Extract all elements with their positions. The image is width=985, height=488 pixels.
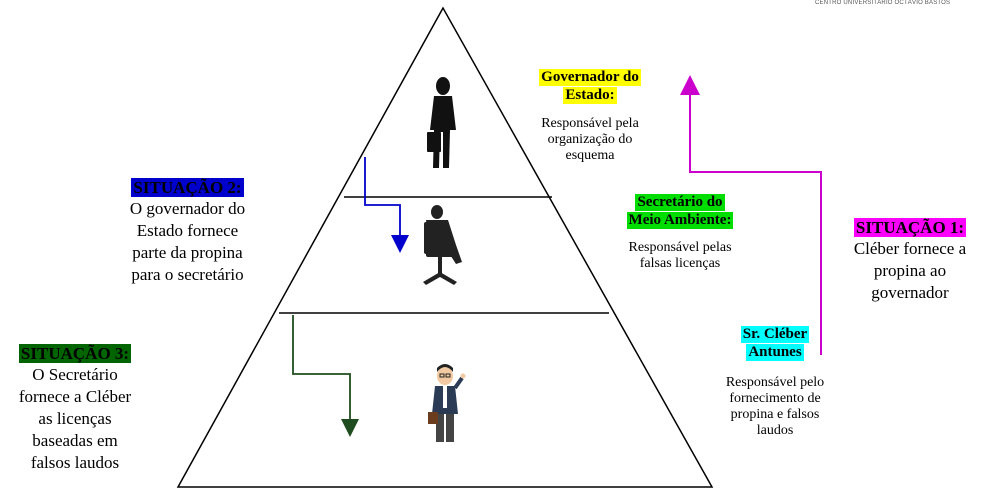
situation1-line: Cléber fornece a bbox=[853, 239, 967, 258]
cleber-title-line1: Sr. Cléber bbox=[740, 326, 810, 343]
secretary-title: Secretário do Meio Ambiente: bbox=[590, 193, 770, 229]
situation3-line: baseadas em bbox=[32, 431, 118, 450]
cleber-title: Sr. Cléber Antunes bbox=[695, 325, 855, 361]
situation1-line: governador bbox=[871, 283, 949, 302]
governor-desc-line: esquema bbox=[565, 148, 615, 163]
waving-man-with-briefcase-icon bbox=[428, 364, 466, 442]
situation1-title: SITUAÇÃO 1: bbox=[853, 218, 967, 237]
governor-title-line1: Governador do bbox=[539, 69, 641, 86]
governor-description: Responsável pela organização do esquema bbox=[490, 116, 690, 164]
cleber-description: Responsável pelo fornecimento de propina… bbox=[695, 375, 855, 439]
secretary-title-line1: Secretário do bbox=[635, 194, 725, 211]
institution-logo-text: CENTRO UNIVERSITÁRIO OCTÁVIO BASTOS bbox=[815, 0, 951, 6]
situation3-line: fornece a Cléber bbox=[18, 387, 132, 406]
situation2-box: SITUAÇÃO 2: O governador do Estado forne… bbox=[105, 178, 270, 286]
situation2-line: parte da propina bbox=[132, 243, 243, 262]
secretary-desc-line: falsas licenças bbox=[639, 256, 721, 271]
situation3-line: as licenças bbox=[38, 409, 112, 428]
situation2-line: O governador do bbox=[129, 199, 246, 218]
man-in-office-chair-icon bbox=[423, 205, 462, 285]
situation3-box: SITUAÇÃO 3: O Secretário fornece a Clébe… bbox=[0, 344, 150, 474]
situation1-box: SITUAÇÃO 1: Cléber fornece a propina ao … bbox=[835, 218, 985, 304]
situation2-line: Estado fornece bbox=[136, 221, 239, 240]
governor-desc-line: Responsável pela bbox=[541, 116, 639, 131]
governor-desc-line: organização do bbox=[547, 132, 633, 147]
secretary-desc-line: Responsável pelas bbox=[628, 240, 732, 255]
secretary-title-line2: Meio Ambiente: bbox=[626, 212, 734, 229]
situation3-line: falsos laudos bbox=[30, 453, 120, 472]
cleber-desc-line: propina e falsos bbox=[730, 407, 820, 422]
cleber-title-line2: Antunes bbox=[746, 344, 804, 361]
situation2-line: para o secretário bbox=[131, 265, 244, 284]
situation1-arrow bbox=[680, 75, 822, 355]
situation2-arrow bbox=[364, 157, 409, 253]
situation3-title: SITUAÇÃO 3: bbox=[18, 344, 132, 363]
governor-title-line2: Estado: bbox=[563, 87, 617, 104]
cleber-desc-line: Responsável pelo bbox=[725, 375, 825, 390]
secretary-description: Responsável pelas falsas licenças bbox=[590, 240, 770, 272]
cleber-desc-line: laudos bbox=[756, 423, 794, 438]
situation3-line: O Secretário bbox=[32, 365, 118, 384]
cleber-desc-line: fornecimento de bbox=[729, 391, 821, 406]
situation1-line: propina ao bbox=[873, 261, 947, 280]
businessman-with-briefcase-icon bbox=[427, 77, 456, 168]
governor-title: Governador do Estado: bbox=[490, 68, 690, 104]
situation3-arrow bbox=[292, 315, 359, 437]
situation2-title: SITUAÇÃO 2: bbox=[131, 178, 244, 197]
